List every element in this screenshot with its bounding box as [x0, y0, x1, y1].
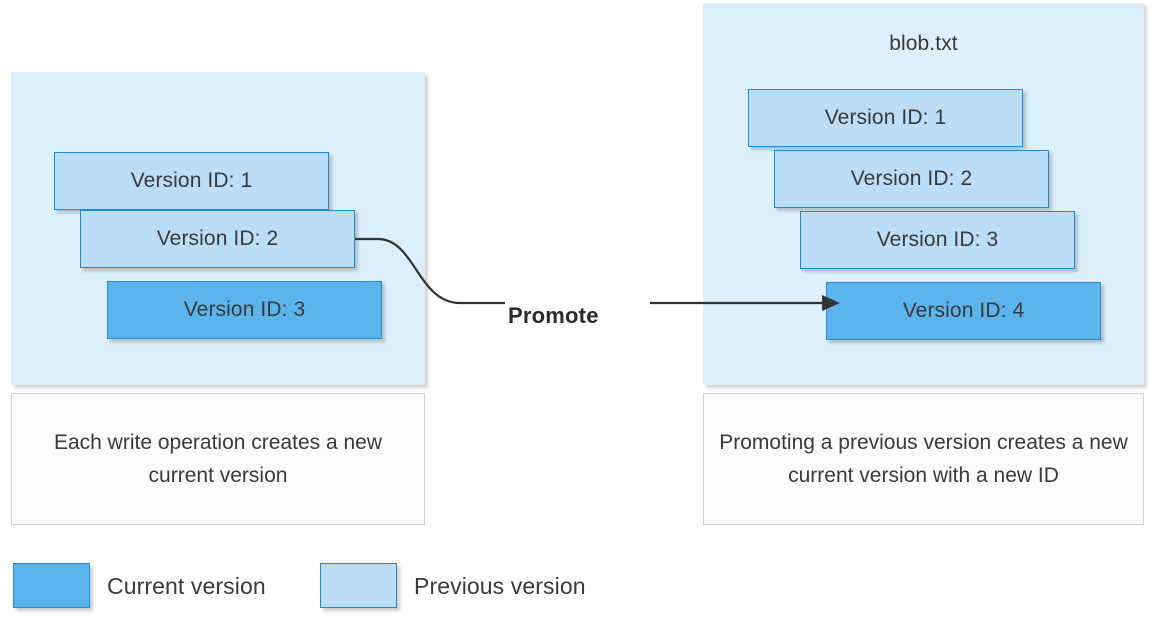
right-version-box-1: Version ID: 1 [748, 89, 1023, 147]
legend-label-previous-version: Previous version [414, 573, 586, 599]
right-panel-title: blob.txt [889, 32, 958, 55]
left-version-box-3: Version ID: 3 [107, 281, 382, 339]
right-version-label-3: Version ID: 3 [876, 228, 999, 251]
left-version-label-1: Version ID: 1 [130, 169, 253, 192]
right-caption-text: Promoting a previous version creates a n… [719, 431, 1128, 487]
left-version-label-3: Version ID: 3 [183, 298, 306, 321]
promote-label: Promote [508, 303, 599, 328]
right-caption-box: Promoting a previous version creates a n… [703, 393, 1144, 525]
left-version-box-2: Version ID: 2 [80, 210, 355, 268]
left-caption-text: Each write operation creates a new curre… [53, 431, 382, 487]
right-version-label-2: Version ID: 2 [850, 167, 973, 190]
right-version-label-1: Version ID: 1 [824, 106, 947, 129]
right-version-label-4: Version ID: 4 [902, 299, 1025, 322]
left-caption-box: Each write operation creates a new curre… [11, 393, 425, 525]
right-version-box-4: Version ID: 4 [826, 282, 1101, 340]
right-version-box-3: Version ID: 3 [800, 211, 1075, 269]
legend-label-current-version: Current version [107, 573, 266, 599]
left-version-box-1: Version ID: 1 [54, 152, 329, 210]
right-version-box-2: Version ID: 2 [774, 150, 1049, 208]
left-version-label-2: Version ID: 2 [156, 227, 279, 250]
legend-swatch-current-version [13, 563, 90, 608]
legend-swatch-previous-version [320, 563, 397, 608]
